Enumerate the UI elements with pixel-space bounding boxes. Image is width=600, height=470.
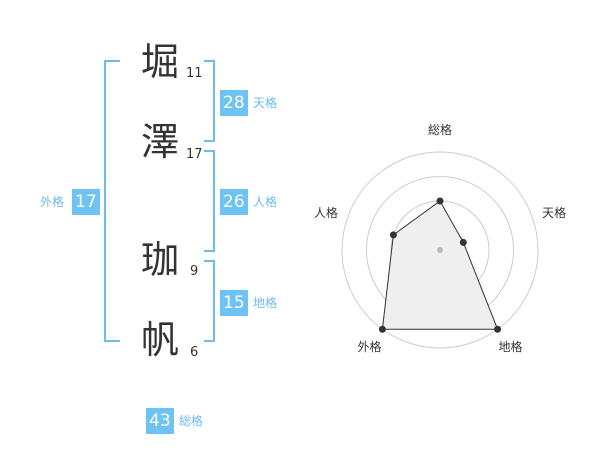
chikaku-label: 地格	[253, 296, 278, 310]
soukaku-label: 総格	[179, 414, 204, 428]
tenkaku-bracket	[204, 60, 215, 142]
jinkaku-label: 人格	[253, 195, 278, 209]
radar-point-4	[389, 231, 397, 239]
chikaku-value: 15	[220, 290, 248, 316]
radar-polygon	[381, 200, 499, 330]
radar-point-0	[436, 197, 444, 205]
tenkaku-value: 28	[220, 90, 248, 116]
char-1: 堀	[140, 40, 179, 84]
radar-point-1	[459, 238, 467, 246]
chikaku-bracket	[204, 260, 215, 342]
radar-axis-label-4: 人格	[314, 205, 338, 220]
radar-point-3	[378, 325, 386, 333]
gaikaku-label: 外格	[40, 195, 65, 209]
char-4: 帆	[140, 318, 179, 362]
radar-point-2	[494, 325, 502, 333]
soukaku-value: 43	[146, 408, 174, 434]
jinkaku-bracket	[204, 150, 215, 252]
radar-axis-label-0: 総格	[428, 122, 452, 137]
gaikaku-value: 17	[72, 189, 100, 215]
jinkaku-value: 26	[220, 189, 248, 215]
char-2: 澤	[140, 120, 179, 164]
radar-center	[437, 247, 443, 253]
radar-axis-label-1: 天格	[542, 205, 566, 220]
char-1-strokes: 11	[186, 66, 203, 81]
char-3-strokes: 9	[190, 264, 199, 279]
radar-axis-label-2: 地格	[499, 339, 523, 354]
radar-axis-label-3: 外格	[357, 339, 381, 354]
char-3: 珈	[140, 238, 179, 282]
tenkaku-label: 天格	[253, 96, 278, 110]
gaikaku-bracket	[104, 60, 120, 342]
char-2-strokes: 17	[186, 147, 203, 162]
radar-ring	[341, 151, 539, 349]
char-4-strokes: 6	[190, 345, 199, 360]
